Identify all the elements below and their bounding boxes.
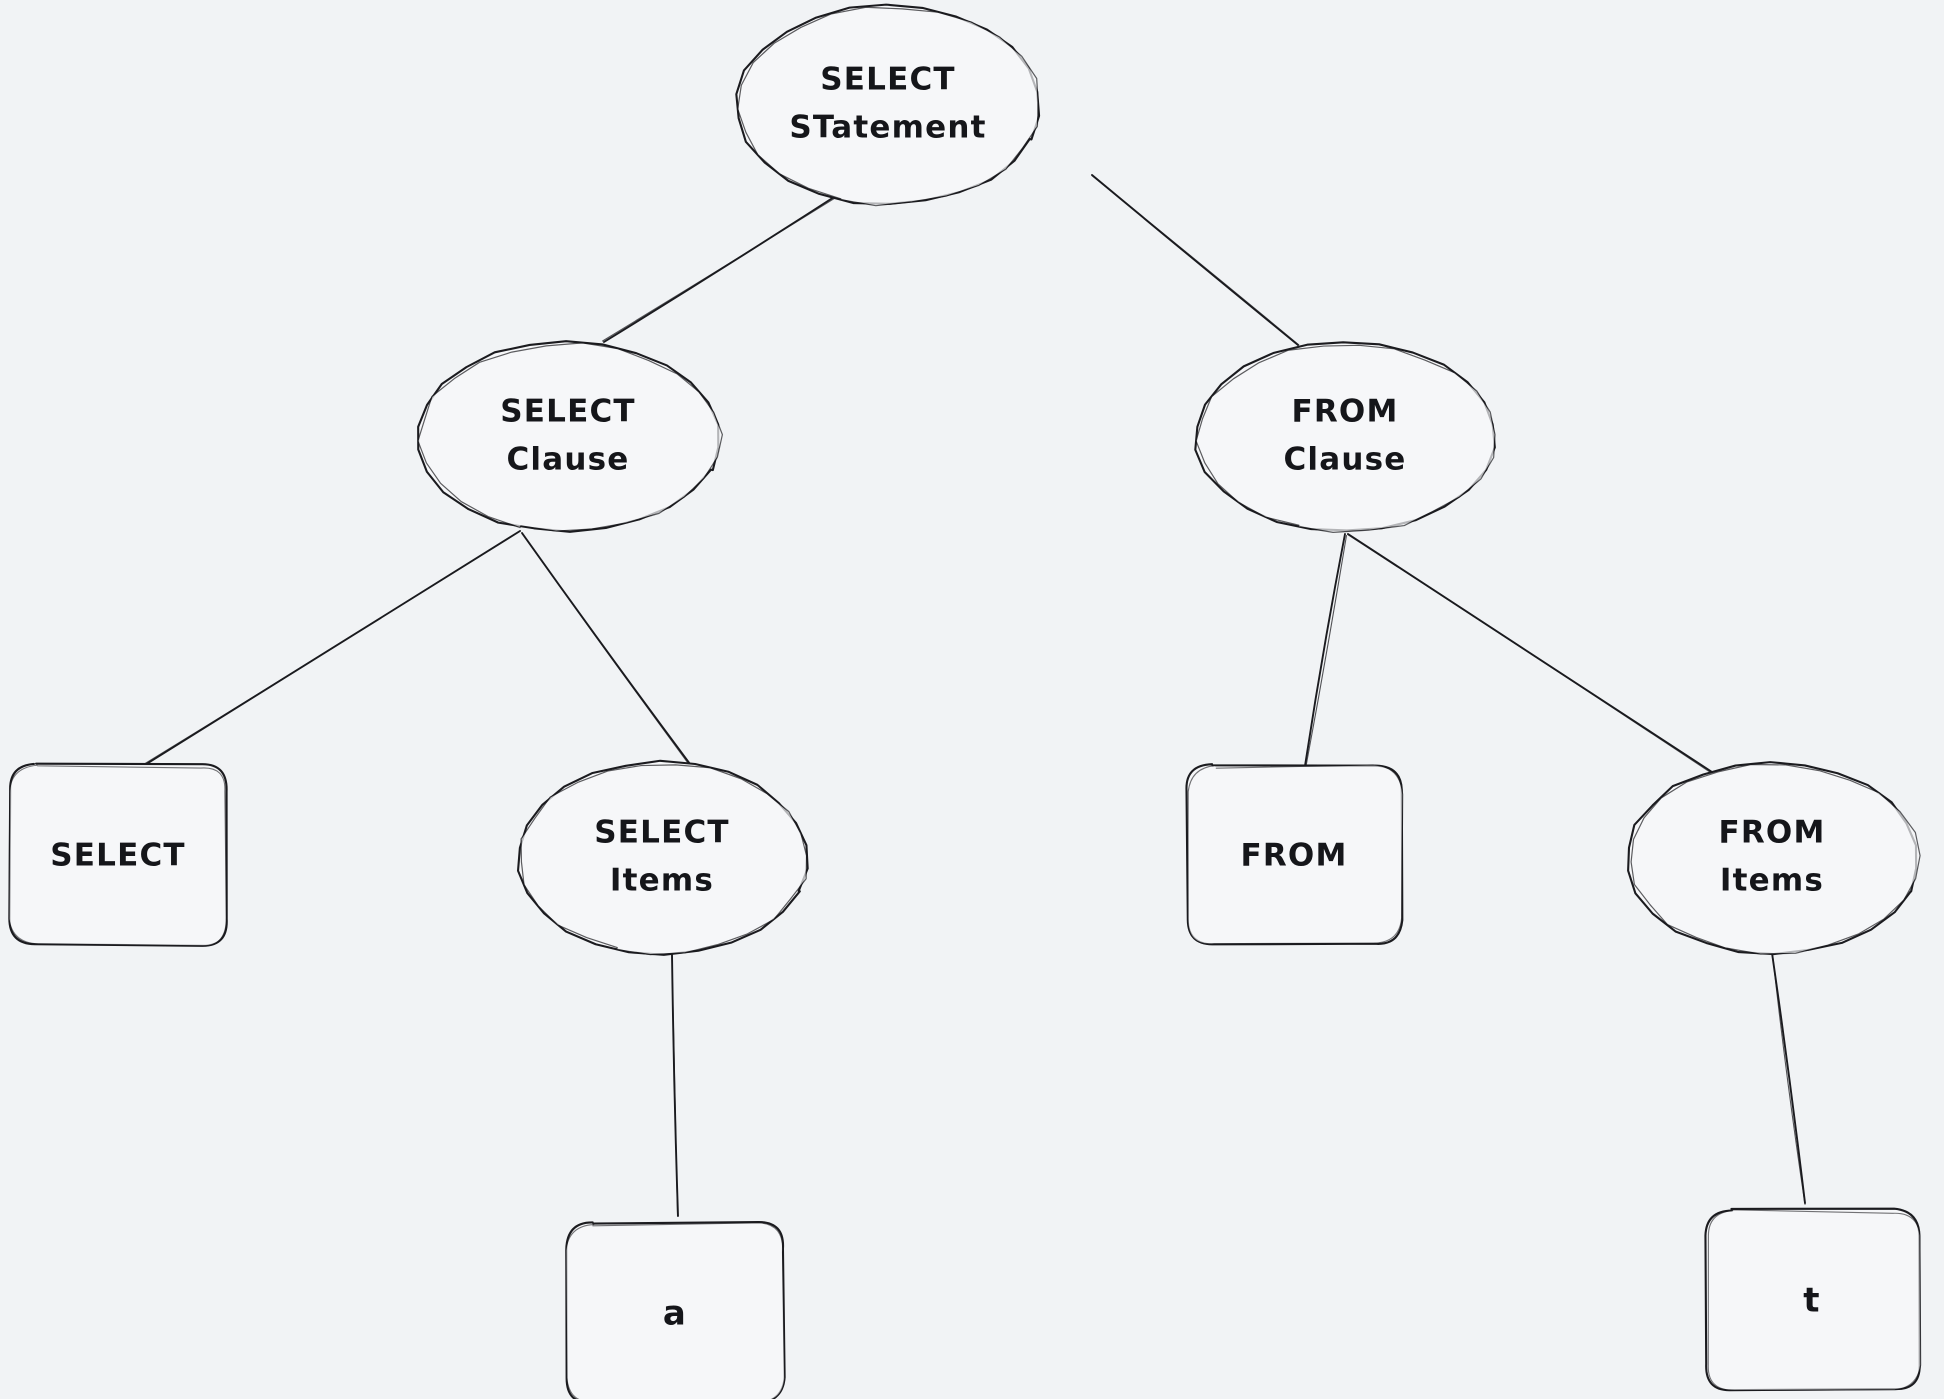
nodes-layer: SELECTSTatementSELECTClauseFROMClauseSEL… (8, 3, 1922, 1399)
node-label-line2: Items (610, 863, 714, 899)
node-label-line2: STatement (789, 110, 986, 146)
node-outline-secondary (520, 764, 808, 956)
edge-stroke-secondary (671, 953, 679, 1217)
edge-stroke-secondary (1772, 953, 1806, 1205)
edge-from-clause-from-terminal (1304, 533, 1348, 768)
node-label: t (1803, 1281, 1820, 1321)
edge-select-clause-select-items (521, 532, 691, 765)
node-from-terminal[interactable]: FROM (1185, 763, 1404, 946)
node-label-line2: Items (1720, 863, 1824, 899)
node-label: a (663, 1294, 687, 1334)
node-outline-secondary (8, 764, 227, 947)
edge-select-clause-select-terminal (138, 530, 521, 769)
edge-statement-select-clause (602, 187, 850, 343)
node-outline-secondary (1187, 764, 1404, 945)
node-table-t[interactable]: t (1704, 1207, 1922, 1392)
node-from-clause[interactable]: FROM Clause (1194, 341, 1496, 533)
edges-layer (138, 174, 1806, 1217)
edge-stroke (1304, 533, 1346, 767)
node-label: FROM (1240, 838, 1347, 874)
node-label-line1: FROM (1291, 394, 1398, 430)
node-label-line1: FROM (1718, 815, 1825, 851)
node-select-statement[interactable]: SELECT STatement (735, 3, 1041, 207)
edge-select-items-column-a (671, 953, 679, 1217)
edge-from-items-table-t (1771, 952, 1806, 1205)
node-from-items[interactable]: FROM Items (1627, 761, 1921, 956)
node-select-terminal[interactable]: SELECT (8, 762, 228, 947)
node-outline-secondary (417, 342, 723, 532)
node-outline-secondary (737, 6, 1039, 207)
node-select-items[interactable]: SELECT Items (516, 759, 809, 956)
node-outline-secondary (1195, 344, 1496, 533)
edge-stroke-secondary (1347, 533, 1713, 774)
edge-stroke-secondary (138, 530, 521, 769)
edge-stroke-secondary (602, 188, 850, 342)
edge-stroke-secondary (1091, 175, 1300, 346)
node-outline-secondary (1707, 1209, 1922, 1392)
edge-statement-from-clause (1091, 174, 1300, 346)
node-label-line1: SELECT (594, 815, 730, 851)
node-outline-secondary (1630, 763, 1921, 955)
node-label: SELECT (50, 838, 186, 874)
node-label-line2: Clause (506, 442, 629, 478)
edge-stroke-secondary (521, 533, 690, 765)
node-label-line2: Clause (1283, 442, 1406, 478)
edge-from-clause-from-items (1347, 533, 1713, 774)
node-label-line1: SELECT (500, 394, 636, 430)
node-label-line1: SELECT (820, 62, 956, 98)
node-column-a[interactable]: a (565, 1220, 786, 1399)
node-outline-secondary (565, 1222, 786, 1399)
node-select-clause[interactable]: SELECT Clause (417, 340, 723, 533)
edge-stroke (521, 532, 691, 765)
edge-stroke-secondary (1305, 535, 1348, 768)
